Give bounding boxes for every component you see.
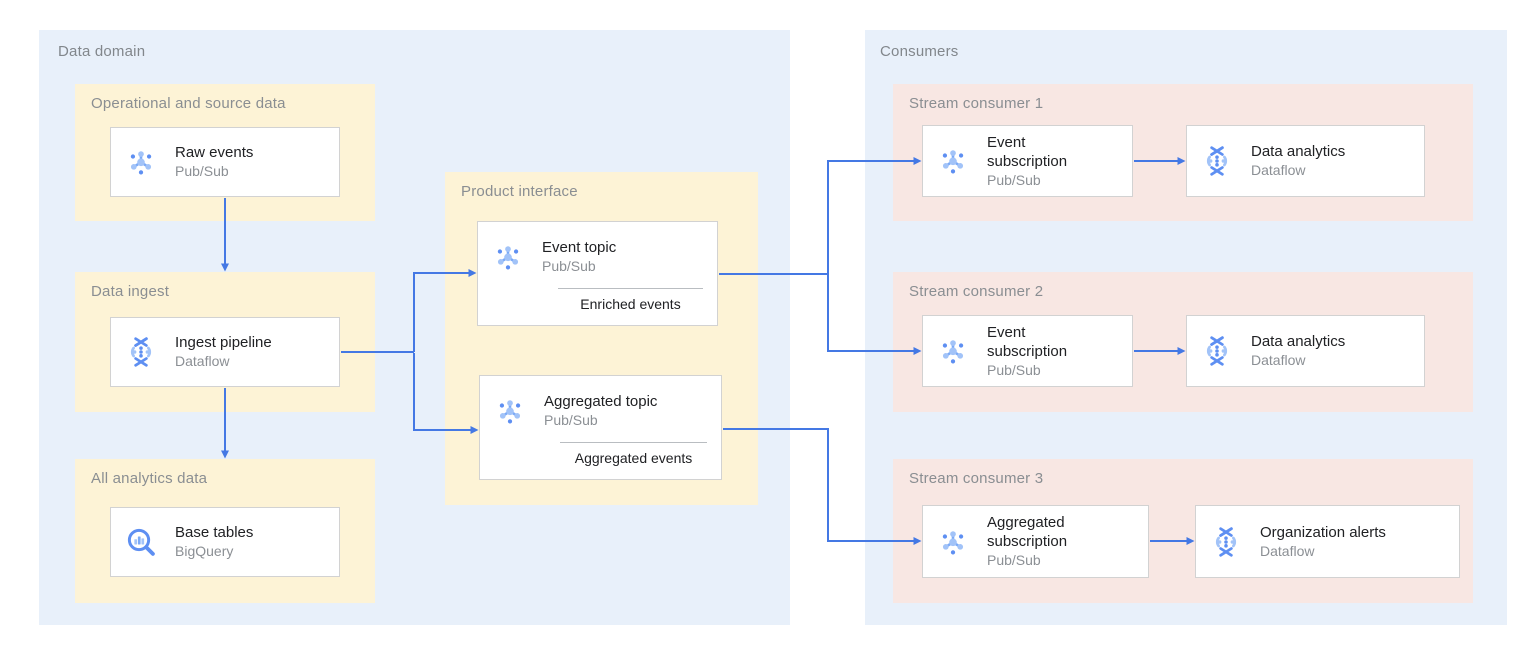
card-data-analytics-1: Data analytics Dataflow [1186,125,1425,197]
card-aggregated-topic: Aggregated topic Pub/Sub Aggregated even… [479,375,722,480]
card-organization-alerts-title: Organization alerts [1260,523,1386,541]
card-event-topic-divider: Enriched events [558,288,703,314]
card-event-topic: Event topic Pub/Sub Enriched events [477,221,718,326]
card-aggregated-subscription: Aggregated subscription Pub/Sub [922,505,1149,578]
card-data-analytics-1-product: Dataflow [1251,162,1306,178]
dataflow-icon [1200,144,1234,178]
group-data-ingest-label: Data ingest [91,283,170,300]
card-event-topic-note: Enriched events [580,296,681,312]
dataflow-icon [1209,525,1243,559]
pubsub-icon [936,144,970,178]
group-product-interface-label: Product interface [461,183,578,200]
card-ingest-pipeline-product: Dataflow [175,353,230,369]
group-stream-consumer-3-label: Stream consumer 3 [909,470,1044,487]
card-ingest-pipeline: Ingest pipeline Dataflow [110,317,340,387]
card-event-subscription-2: Event subscription Pub/Sub [922,315,1133,387]
card-raw-events: Raw events Pub/Sub [110,127,340,197]
pubsub-icon [936,334,970,368]
card-organization-alerts-product: Dataflow [1260,542,1315,559]
dataflow-icon [1200,334,1234,368]
pubsub-icon [936,525,970,559]
card-raw-events-product: Pub/Sub [175,163,229,179]
card-aggregated-subscription-product: Pub/Sub [987,552,1041,568]
card-organization-alerts: Organization alerts Dataflow [1195,505,1460,578]
pubsub-icon [491,240,525,274]
pubsub-icon [124,145,158,179]
card-data-analytics-1-title: Data analytics [1251,143,1346,160]
card-data-analytics-2-title: Data analytics [1251,333,1346,350]
card-aggregated-topic-divider: Aggregated events [560,442,707,468]
card-event-subscription-2-product: Pub/Sub [987,361,1041,378]
group-stream-consumer-1-label: Stream consumer 1 [909,95,1044,112]
card-base-tables-title: Base tables [175,524,254,541]
card-data-analytics-2: Data analytics Dataflow [1186,315,1425,387]
card-event-subscription-1-title: Event subscription [987,133,1068,170]
card-event-subscription-1-product: Pub/Sub [987,171,1041,188]
group-stream-consumer-2-label: Stream consumer 2 [909,283,1044,300]
group-all-analytics-label: All analytics data [91,470,208,487]
card-event-topic-product: Pub/Sub [542,258,596,274]
card-base-tables-product: BigQuery [175,543,234,559]
pubsub-icon [493,394,527,428]
card-event-subscription-2-title: Event subscription [987,323,1068,360]
card-aggregated-topic-product: Pub/Sub [544,412,598,428]
card-event-subscription-1: Event subscription Pub/Sub [922,125,1133,197]
dataflow-icon [124,335,158,369]
bigquery-icon [124,525,158,559]
card-aggregated-topic-note: Aggregated events [574,450,693,466]
card-data-analytics-2-product: Dataflow [1251,352,1306,368]
card-aggregated-topic-title: Aggregated topic [544,393,658,410]
card-base-tables: Base tables BigQuery [110,507,340,577]
card-ingest-pipeline-title: Ingest pipeline [175,334,272,351]
group-operational-label: Operational and source data [91,95,286,112]
card-event-topic-title: Event topic [542,239,617,256]
data-domain-label: Data domain [58,43,146,60]
card-aggregated-subscription-title: Aggregated subscription [987,514,1068,550]
consumers-label: Consumers [880,43,959,60]
card-raw-events-title: Raw events [175,144,254,161]
